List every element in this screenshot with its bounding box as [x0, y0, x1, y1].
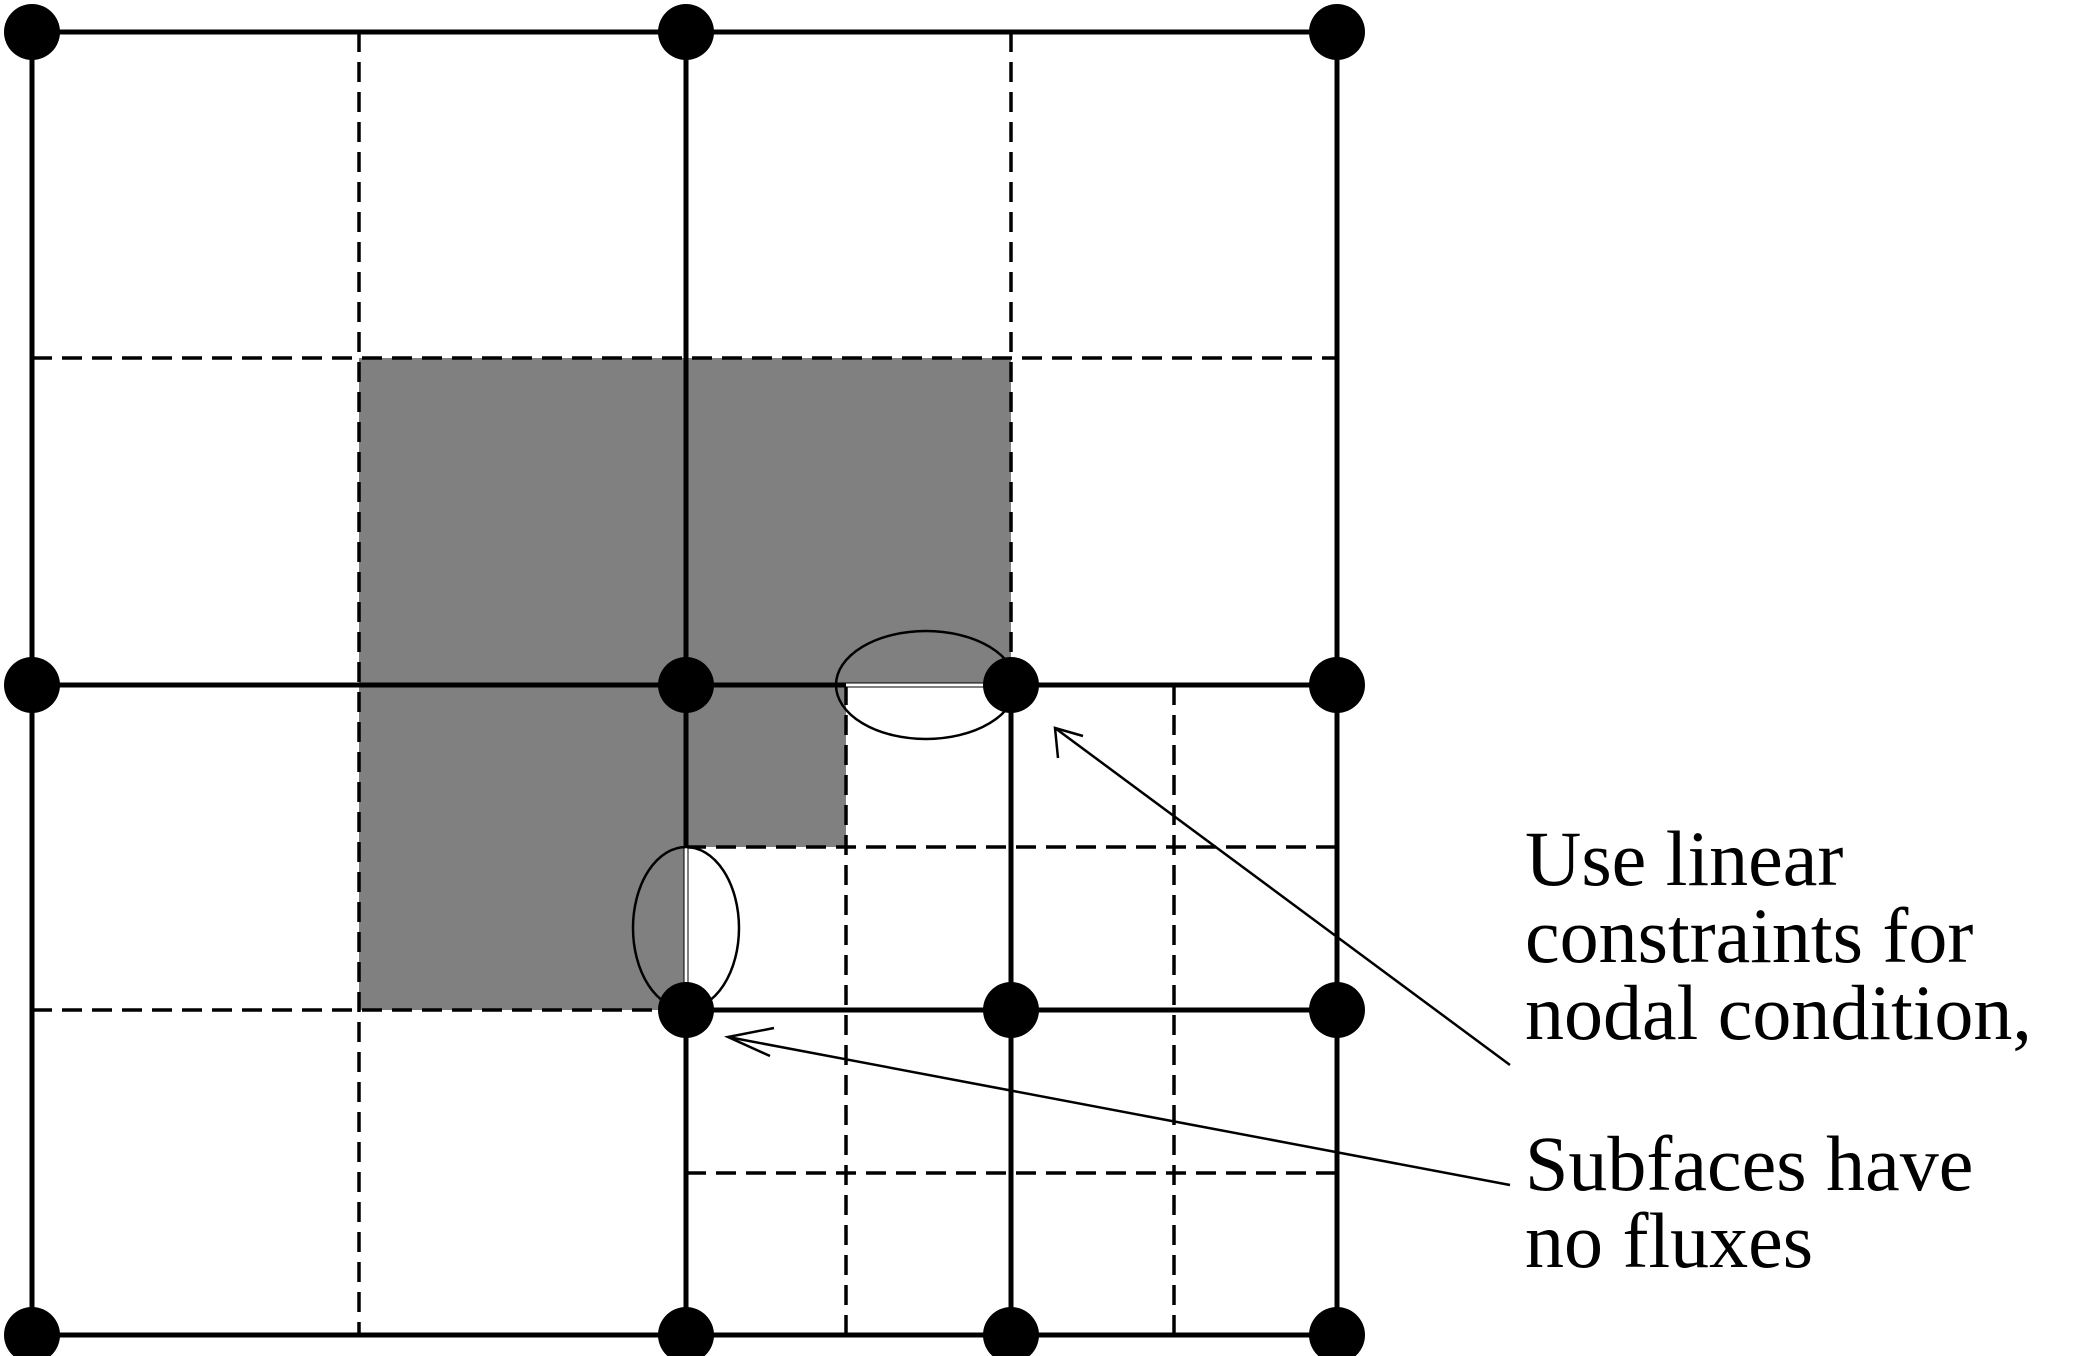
node [4, 4, 60, 60]
subface-note-line-1: Subfaces have [1525, 1120, 1973, 1207]
subface-note: Subfaces have no fluxes [1525, 1120, 1993, 1284]
dashed-subdivision-lines [32, 32, 1337, 1335]
node [658, 1307, 714, 1356]
node [1309, 4, 1365, 60]
constraint-note: Use linear constraints for nodal conditi… [1525, 815, 2032, 1056]
node [1309, 1307, 1365, 1356]
arrow-head-subface [723, 1026, 775, 1058]
node [4, 657, 60, 713]
arrow-head-constraint [1053, 726, 1084, 759]
node [4, 1307, 60, 1356]
annotation-arrows [723, 726, 1511, 1187]
subface-note-line-2: no fluxes [1525, 1197, 1813, 1284]
arrow-line-constraint [1054, 726, 1511, 1067]
arrow-line-subface [727, 1035, 1511, 1187]
node [1309, 657, 1365, 713]
node [983, 657, 1039, 713]
mesh-nodes [4, 4, 1365, 1356]
node [1309, 982, 1365, 1038]
node [658, 4, 714, 60]
node [658, 982, 714, 1038]
constraint-note-line-3: nodal condition, [1525, 969, 2032, 1056]
node [983, 982, 1039, 1038]
node [983, 1307, 1039, 1356]
node [658, 657, 714, 713]
constraint-note-line-2: constraints for [1525, 892, 1973, 979]
constraint-note-line-1: Use linear [1525, 815, 1843, 902]
